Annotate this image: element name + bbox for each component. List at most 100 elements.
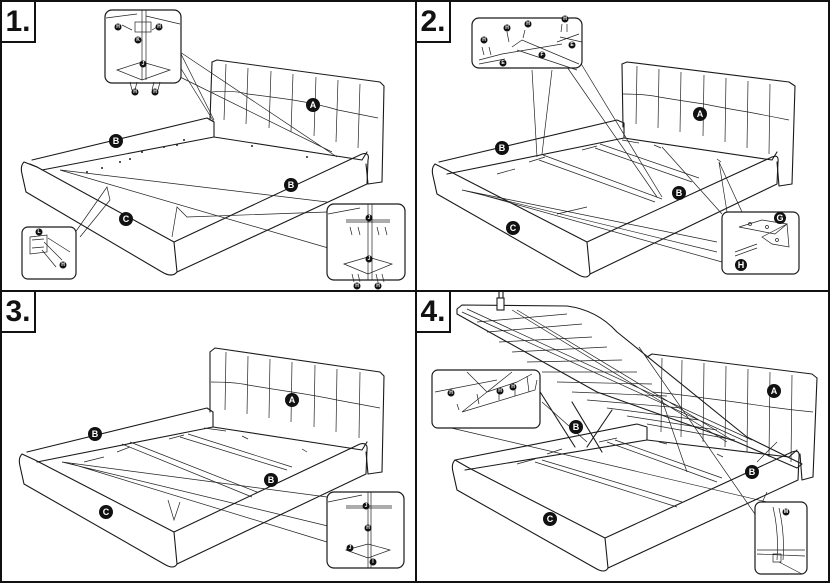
svg-text:H: H [366,525,370,531]
label-k: K [134,36,142,44]
label-j: J [365,214,373,222]
label-h: H [131,88,139,96]
label-h: H [503,24,511,32]
label-h: H [151,88,159,96]
svg-text:E: E [501,60,505,66]
label-h: H [496,387,504,395]
svg-text:H: H [153,89,157,95]
rail-near [604,450,800,569]
svg-text:C: C [103,507,110,517]
rail-near [586,155,779,275]
svg-text:L: L [37,229,40,235]
svg-text:A: A [310,100,317,110]
label-b-side-rail: B [495,141,509,155]
label-h: H [509,383,517,391]
svg-text:B: B [499,143,506,153]
label-h: H [353,282,361,290]
label-e: E [568,41,576,49]
label-h: H [59,261,67,269]
footboard [451,459,609,572]
label-h: H [480,36,488,44]
label-b-side-rail: B [672,186,686,200]
label-f: F [538,51,546,59]
svg-text:M: M [784,509,788,515]
label-b-side-rail: B [569,420,583,434]
inset-bolt-plate [21,226,77,280]
step-2-drawing: H H H H E E F G H A B B C [431,15,800,278]
label-j: J [365,255,373,263]
step-1-panel: 1. [0,0,417,292]
step-4-drawing: H H H M A B B C [431,292,818,575]
headboard [209,347,385,475]
slat-brackets [496,139,722,203]
head-rail [213,136,368,161]
label-b-side-rail: B [745,465,759,479]
svg-text:A: A [771,386,778,396]
label-a-headboard: A [306,98,320,112]
step-1-drawing: H H K J H H L H J J H H [20,9,406,290]
svg-text:H: H [355,283,359,289]
svg-text:H: H [498,388,502,394]
headboard [621,61,796,187]
leader-lines [59,51,343,253]
svg-text:H: H [61,262,65,268]
footboard [431,163,591,278]
svg-text:H: H [133,89,137,95]
label-a-headboard: A [767,384,781,398]
svg-text:B: B [749,467,756,477]
label-e: E [499,59,507,67]
label-a-headboard: A [693,107,707,121]
rail-near [173,153,369,273]
step-number: 2. [417,2,451,43]
svg-text:H: H [738,260,745,270]
svg-text:H: H [157,24,161,30]
svg-text:A: A [289,395,296,405]
svg-text:F: F [540,52,543,58]
svg-text:I: I [372,559,374,565]
label-h: H [155,23,163,31]
inset-strut-bracket [431,369,541,429]
svg-text:J: J [368,215,371,221]
svg-text:H: H [563,16,567,22]
rail-near [173,443,368,565]
label-h: H [524,20,532,28]
leader-lines [461,56,743,263]
svg-text:B: B [573,422,580,432]
inset-corner-plate [721,211,800,275]
label-h: H [447,389,455,397]
inset-center-support [471,17,583,71]
label-c-footboard: C [119,212,133,226]
svg-text:J: J [142,61,145,67]
rail-far [31,117,215,171]
inset-strap [754,501,808,575]
svg-text:A: A [697,109,704,119]
label-c-footboard: C [543,512,557,526]
svg-text:J: J [349,545,352,551]
slat-brackets [83,427,308,498]
label-j: J [362,502,370,510]
svg-text:J: J [365,503,368,509]
label-h: H [114,23,122,31]
svg-text:H: H [376,283,380,289]
step-2-panel: 2. [415,0,830,292]
step-4-panel: 4. [415,290,830,583]
step-number: 1. [2,2,36,43]
label-h: H [561,15,569,23]
rail-far [454,423,648,471]
svg-text:K: K [136,37,140,43]
label-b-side-rail: B [88,427,102,441]
svg-text:C: C [123,214,130,224]
step-3-panel: 3. J H [0,290,417,583]
svg-text:B: B [113,136,120,146]
svg-text:B: B [92,429,99,439]
label-b-side-rail: B [109,134,123,148]
step-3-drawing: J H J I A B B C [18,347,405,569]
label-j: J [139,60,147,68]
rail-far [26,407,214,463]
svg-text:H: H [482,37,486,43]
svg-text:J: J [368,256,371,262]
label-i: I [369,558,377,566]
svg-text:H: H [449,390,453,396]
svg-text:H: H [505,25,509,31]
step-number: 4. [417,292,451,333]
